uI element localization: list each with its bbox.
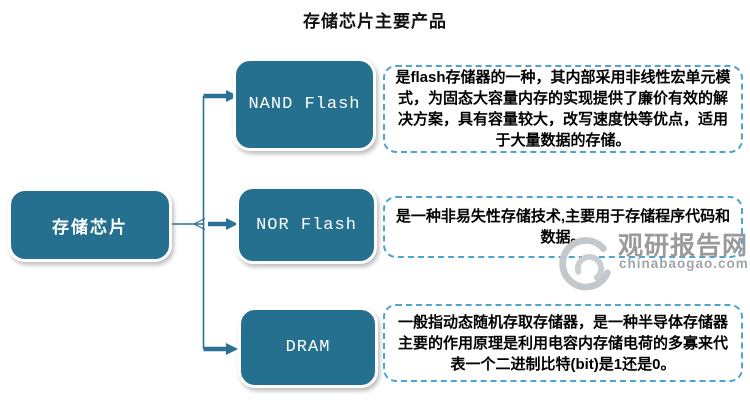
description-box-dram: 一般指动态随机存取存储器，是一种半导体存储器主要的作用原理是利用电容内存储电荷的… bbox=[383, 304, 743, 382]
watermark-logo-icon bbox=[559, 237, 611, 291]
page-title: 存储芯片主要产品 bbox=[303, 12, 447, 31]
branch-node-nand-flash: NAND Flash bbox=[233, 58, 376, 151]
description-text: 一般指动态随机存取存储器，是一种半导体存储器主要的作用原理是利用电容内存储电荷的… bbox=[397, 313, 728, 373]
description-box-nor-flash: 是一种非易失性存储技术,主要用于存储程序代码和数据。 bbox=[383, 196, 743, 258]
watermark-site-name: 观研报告网 bbox=[618, 232, 749, 260]
branch-node-nor-flash: NOR Flash bbox=[236, 186, 377, 264]
watermark: 观研报告网 chinabaogao.com bbox=[556, 226, 750, 300]
root-node-label: 存储芯片 bbox=[52, 217, 128, 237]
branch-node-label: NAND Flash bbox=[248, 95, 361, 114]
branch-node-label: DRAM bbox=[285, 338, 331, 357]
description-text: 是flash存储器的一种，其内部采用非线性宏单元模式，为固态大容量内存的实现提供… bbox=[395, 69, 731, 149]
branch-node-label: NOR Flash bbox=[256, 215, 357, 235]
arrowhead-dram-icon bbox=[226, 343, 238, 355]
branch-node-dram: DRAM bbox=[238, 307, 378, 388]
description-box-nand-flash: 是flash存储器的一种，其内部采用非线性宏单元模式，为固态大容量内存的实现提供… bbox=[383, 65, 743, 153]
watermark-site-domain: chinabaogao.com bbox=[619, 256, 749, 271]
root-node-memory-chip: 存储芯片 bbox=[8, 188, 172, 262]
